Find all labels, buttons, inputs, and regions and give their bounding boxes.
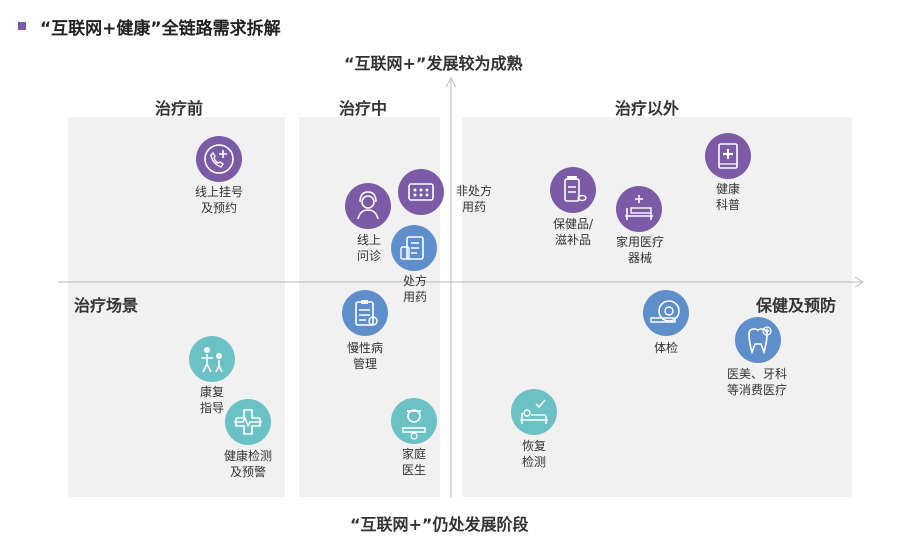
label-health-monitoring: 健康检测及预警 (223, 449, 272, 479)
label-checkup: 体检 (653, 341, 678, 355)
label-family-doctor: 家庭医生 (401, 447, 426, 477)
label-recovery-test: 恢复检测 (521, 439, 546, 469)
hospital-bed-icon (616, 186, 662, 232)
axis-label-right: 保健及预防 (756, 296, 837, 315)
ct-scanner-icon (643, 290, 689, 336)
label-health-science: 健康科普 (715, 182, 740, 212)
label-aesthetic-dental: 医美、牙科等消费医疗 (726, 367, 787, 397)
prescription-icon (391, 225, 437, 271)
label-otc-drug: 非处方用药 (455, 184, 492, 214)
nurse-icon (391, 398, 437, 444)
axis-label-bottom: “互联网+”仍处发展阶段 (350, 515, 529, 534)
tooth-icon (735, 317, 781, 363)
label-supplements: 保健品/滋补品 (552, 217, 594, 247)
title-bullet (18, 22, 26, 30)
health-book-icon (705, 133, 751, 179)
label-chronic-disease: 慢性病管理 (346, 341, 383, 371)
pill-pack-icon (398, 169, 444, 215)
patient-bed-check-icon (511, 389, 557, 435)
page-title: “互联网+健康”全链路需求拆解 (40, 19, 281, 39)
axis-label-left: 治疗场景 (74, 296, 139, 315)
section-during-treatment: 治疗中 (339, 99, 388, 118)
section-before-treatment: 治疗前 (155, 99, 204, 118)
heart-monitor-icon (225, 399, 271, 445)
label-rehab-guidance: 康复指导 (199, 385, 224, 415)
axis-label-top: “互联网+”发展较为成熟 (344, 54, 523, 73)
supplement-bottle-icon (550, 167, 596, 213)
clipboard-icon (342, 290, 388, 336)
label-online-consult: 线上问诊 (356, 233, 381, 263)
rehab-people-icon (189, 336, 235, 382)
label-online-booking: 线上挂号及预约 (194, 185, 243, 215)
doctor-headset-icon (345, 183, 391, 229)
label-rx-drug: 处方用药 (402, 274, 427, 304)
phone-cross-icon (196, 136, 242, 182)
section-beyond-treatment: 治疗以外 (615, 99, 680, 118)
label-home-devices: 家用医疗器械 (615, 235, 664, 265)
